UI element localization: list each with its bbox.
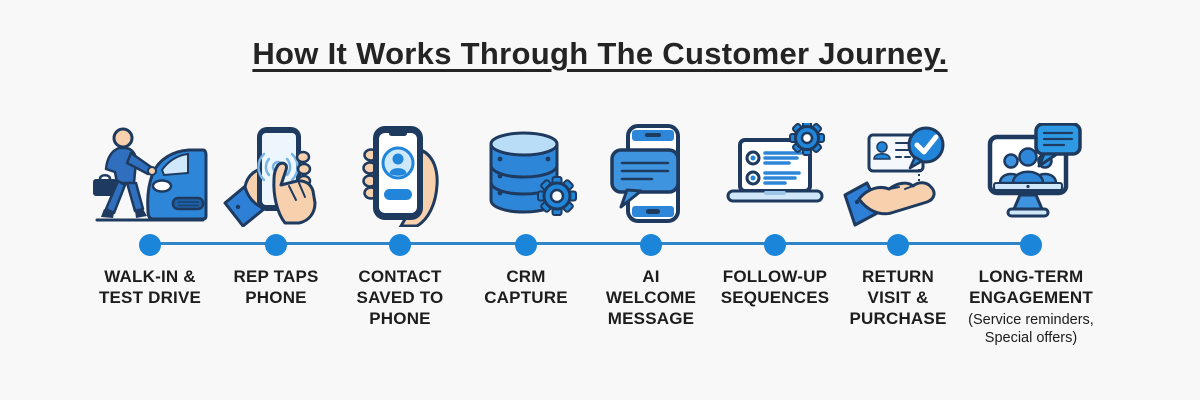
step-label: REP TAPS PHONE	[233, 267, 319, 307]
step-walk-in-test-drive: WALK-IN & TEST DRIVE	[80, 118, 220, 388]
timeline-dot	[515, 234, 537, 256]
phone-chat-message-icon	[581, 118, 721, 232]
laptop-checklist-gear-icon	[705, 118, 845, 232]
step-rep-taps-phone: REP TAPS PHONE	[206, 118, 346, 388]
step-label: CONTACT SAVED TO PHONE	[356, 267, 444, 328]
timeline-dot	[887, 234, 909, 256]
timeline-dot	[389, 234, 411, 256]
step-label: AI WELCOME MESSAGE	[605, 267, 697, 328]
timeline-dot	[139, 234, 161, 256]
hand-tapping-phone-icon	[206, 118, 346, 232]
phone-contact-card-icon	[330, 118, 470, 232]
customer-walks-to-car-icon	[80, 118, 220, 232]
hand-id-card-check-icon	[828, 118, 968, 232]
database-gear-icon	[456, 118, 596, 232]
page-title: How It Works Through The Customer Journe…	[252, 36, 948, 71]
step-follow-up-sequences: FOLLOW-UP SEQUENCES	[705, 118, 845, 388]
timeline-dot	[640, 234, 662, 256]
step-long-term-engagement: LONG-TERM ENGAGEMENT (Service reminders,…	[951, 118, 1111, 388]
step-label: RETURN VISIT & PURCHASE	[849, 267, 947, 328]
timeline-dot	[764, 234, 786, 256]
step-label: CRM CAPTURE	[484, 267, 568, 307]
step-crm-capture: CRM CAPTURE	[456, 118, 596, 388]
monitor-audience-chat-icon	[951, 118, 1111, 232]
step-subnote: (Service reminders, Special offers)	[968, 312, 1094, 346]
step-ai-welcome-message: AI WELCOME MESSAGE	[581, 118, 721, 388]
step-label: WALK-IN & TEST DRIVE	[98, 267, 202, 307]
step-return-visit-purchase: RETURN VISIT & PURCHASE	[828, 118, 968, 388]
timeline-line	[148, 242, 1032, 245]
step-label: FOLLOW-UP SEQUENCES	[720, 267, 830, 307]
timeline-dot	[265, 234, 287, 256]
step-label: LONG-TERM ENGAGEMENT	[969, 267, 1093, 307]
step-contact-saved: CONTACT SAVED TO PHONE	[330, 118, 470, 388]
timeline-dot	[1020, 234, 1042, 256]
